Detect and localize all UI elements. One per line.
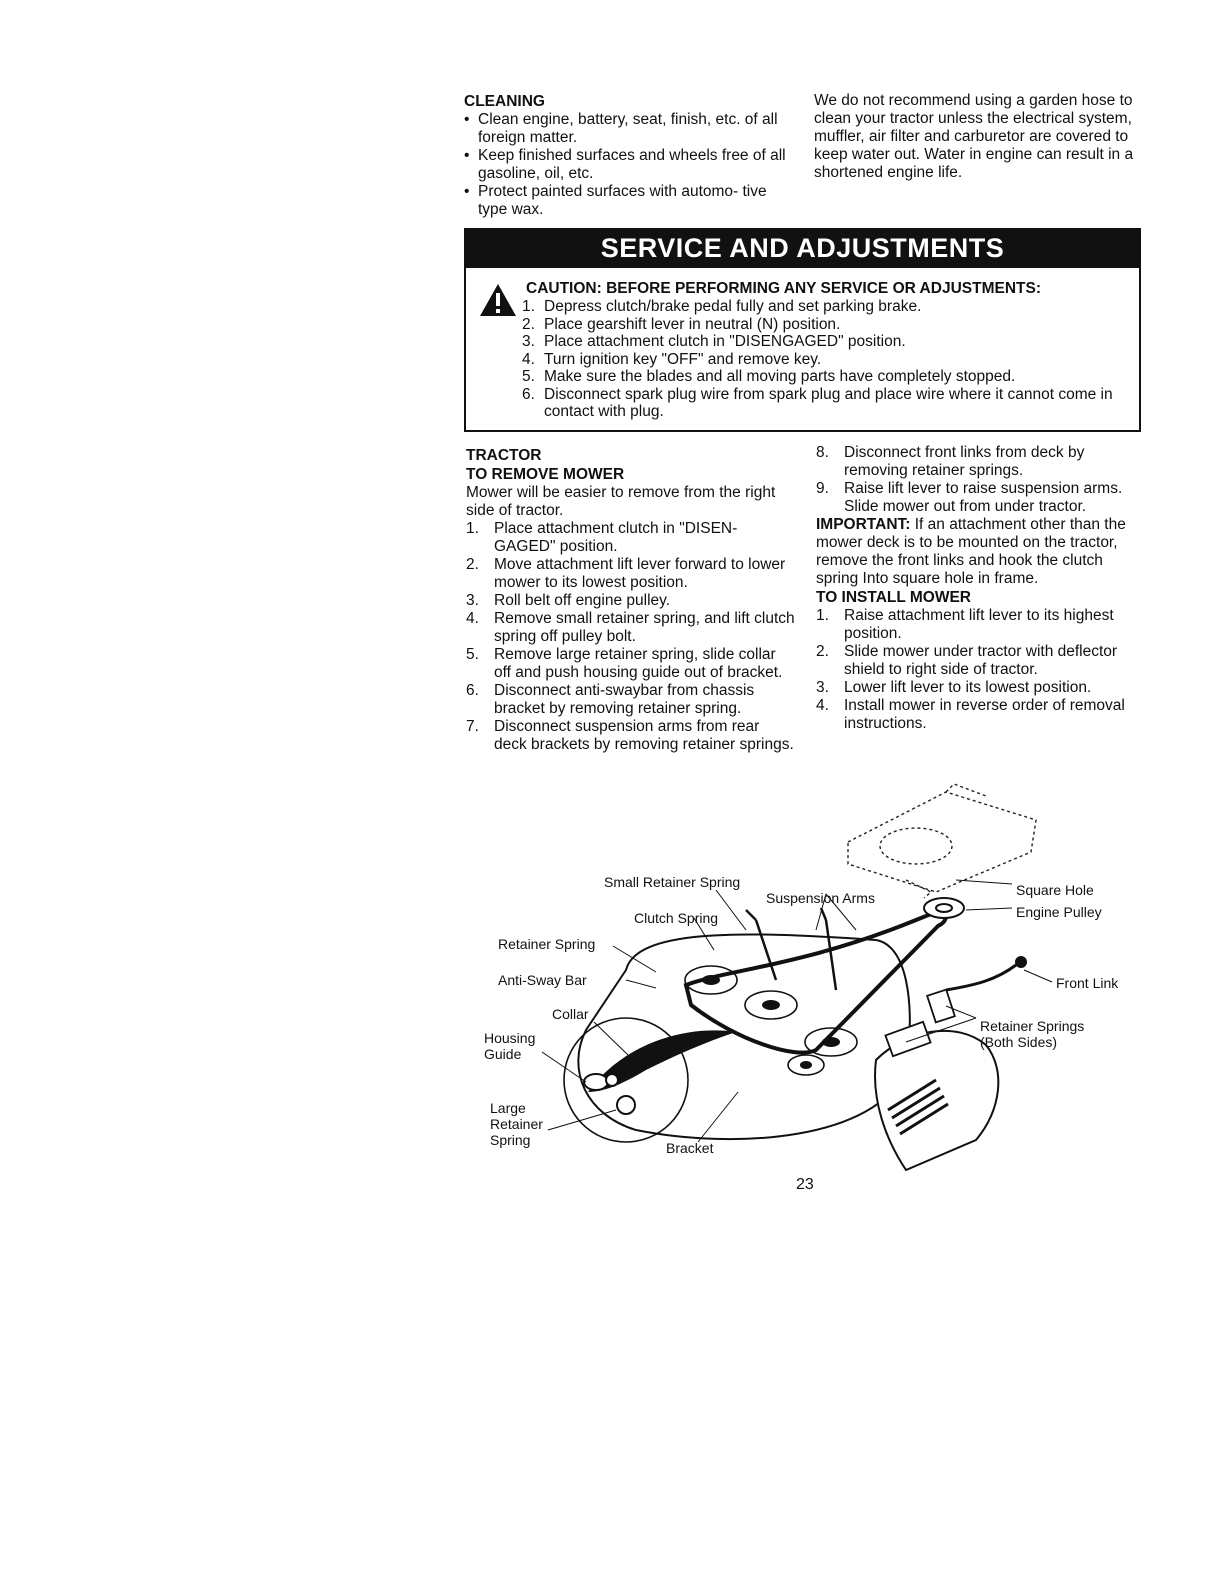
caution-step: 6.Disconnect spark plug wire from spark … bbox=[522, 385, 1113, 421]
caution-step: 2.Place gearshift lever in neutral (N) p… bbox=[522, 315, 841, 333]
remove-step: 8.Disconnect front links from deck by re… bbox=[816, 444, 1085, 479]
label-collar: Collar bbox=[552, 1006, 589, 1022]
install-step: 3.Lower lift lever to its lowest positio… bbox=[816, 679, 1092, 696]
caution-step: 1.Depress clutch/brake pedal fully and s… bbox=[522, 298, 922, 315]
install-step: 4.Install mower in reverse order of remo… bbox=[816, 697, 1125, 732]
mower-diagram: Small Retainer Spring Suspension Arms Sq… bbox=[476, 780, 1156, 1180]
label-spring: Spring bbox=[490, 1132, 531, 1148]
label-guide: Guide bbox=[484, 1046, 522, 1062]
install-step: 2.Slide mower under tractor with deflect… bbox=[816, 643, 1118, 678]
caution-step: 4.Turn ignition key "OFF" and remove key… bbox=[522, 350, 822, 368]
caution-step: 5.Make sure the blades and all moving pa… bbox=[522, 368, 1016, 385]
label-front-link: Front Link bbox=[1056, 975, 1119, 991]
caution-step: 3.Place attachment clutch in "DISENGAGED… bbox=[522, 333, 906, 350]
caution-box: CAUTION: BEFORE PERFORMING ANY SERVICE O… bbox=[464, 268, 1141, 432]
label-clutch-spring: Clutch Spring bbox=[634, 910, 719, 926]
remove-step: 1.Place attachment clutch in "DISEN- GAG… bbox=[466, 520, 738, 555]
mower-illustration bbox=[541, 783, 1053, 1172]
install-steps: 1.Raise attachment lift lever to its hig… bbox=[816, 607, 1138, 733]
remove-step: 4.Remove small retainer spring, and lift… bbox=[466, 610, 795, 645]
label-retainer: Retainer bbox=[490, 1116, 543, 1132]
label-small-retainer-spring: Small Retainer Spring bbox=[604, 874, 741, 890]
install-mower-heading: TO INSTALL MOWER bbox=[816, 589, 971, 606]
remove-step: 9.Raise lift lever to raise suspension a… bbox=[816, 480, 1123, 515]
remove-step: 5.Remove large retainer spring, slide co… bbox=[466, 646, 783, 681]
remove-steps-continued: 8.Disconnect front links from deck by re… bbox=[816, 444, 1138, 516]
tractor-right-column: 8.Disconnect front links from deck by re… bbox=[816, 444, 1138, 733]
tractor-left-column: TRACTOR TO REMOVE MOWER Mower will be ea… bbox=[466, 446, 796, 754]
cleaning-bullet: Clean engine, battery, seat, finish, etc… bbox=[464, 111, 794, 147]
label-square-hole: Square Hole bbox=[1016, 882, 1094, 898]
cleaning-bullet: Protect painted surfaces with automo- ti… bbox=[464, 183, 794, 219]
remove-intro: Mower will be easier to remove from the … bbox=[466, 484, 776, 519]
cleaning-note-text: We do not recommend using a garden hose … bbox=[814, 92, 1134, 181]
important-text: If an attachment other than the mower de… bbox=[816, 516, 1126, 587]
caution-title: CAUTION: BEFORE PERFORMING ANY SERVICE O… bbox=[526, 280, 1041, 297]
page-number: 23 bbox=[796, 1176, 814, 1193]
cleaning-note: We do not recommend using a garden hose … bbox=[814, 92, 1140, 182]
important-label: IMPORTANT: bbox=[816, 516, 911, 533]
label-both-sides: (Both Sides) bbox=[980, 1034, 1058, 1050]
install-step: 1.Raise attachment lift lever to its hig… bbox=[816, 607, 1114, 642]
label-large: Large bbox=[490, 1100, 526, 1116]
cleaning-heading: CLEANING bbox=[464, 93, 545, 110]
remove-steps: 1.Place attachment clutch in "DISEN- GAG… bbox=[466, 520, 796, 754]
cleaning-bullets: Clean engine, battery, seat, finish, etc… bbox=[464, 111, 794, 219]
remove-step: 2.Move attachment lift lever forward to … bbox=[466, 556, 786, 591]
caution-steps: 1.Depress clutch/brake pedal fully and s… bbox=[522, 298, 1132, 421]
label-bracket: Bracket bbox=[666, 1140, 714, 1156]
service-adjustments-banner: SERVICE AND ADJUSTMENTS bbox=[464, 228, 1141, 268]
remove-step: 6.Disconnect anti-swaybar from chassis b… bbox=[466, 682, 755, 717]
remove-step: 7.Disconnect suspension arms from rear d… bbox=[466, 718, 794, 753]
label-suspension-arms: Suspension Arms bbox=[766, 890, 875, 906]
label-retainer-spring: Retainer Spring bbox=[498, 936, 596, 952]
label-anti-sway-bar: Anti-Sway Bar bbox=[498, 972, 587, 988]
important-note: IMPORTANT: If an attachment other than t… bbox=[816, 516, 1138, 588]
tractor-heading: TRACTOR bbox=[466, 447, 542, 464]
remove-mower-heading: TO REMOVE MOWER bbox=[466, 466, 625, 483]
remove-step: 3.Roll belt off engine pulley. bbox=[466, 592, 671, 609]
warning-triangle-icon bbox=[480, 284, 516, 316]
cleaning-section: CLEANING Clean engine, battery, seat, fi… bbox=[464, 92, 794, 219]
label-retainer-springs: Retainer Springs bbox=[980, 1018, 1085, 1034]
cleaning-bullet: Keep finished surfaces and wheels free o… bbox=[464, 147, 794, 183]
label-housing: Housing bbox=[484, 1030, 536, 1046]
label-engine-pulley: Engine Pulley bbox=[1016, 904, 1102, 920]
